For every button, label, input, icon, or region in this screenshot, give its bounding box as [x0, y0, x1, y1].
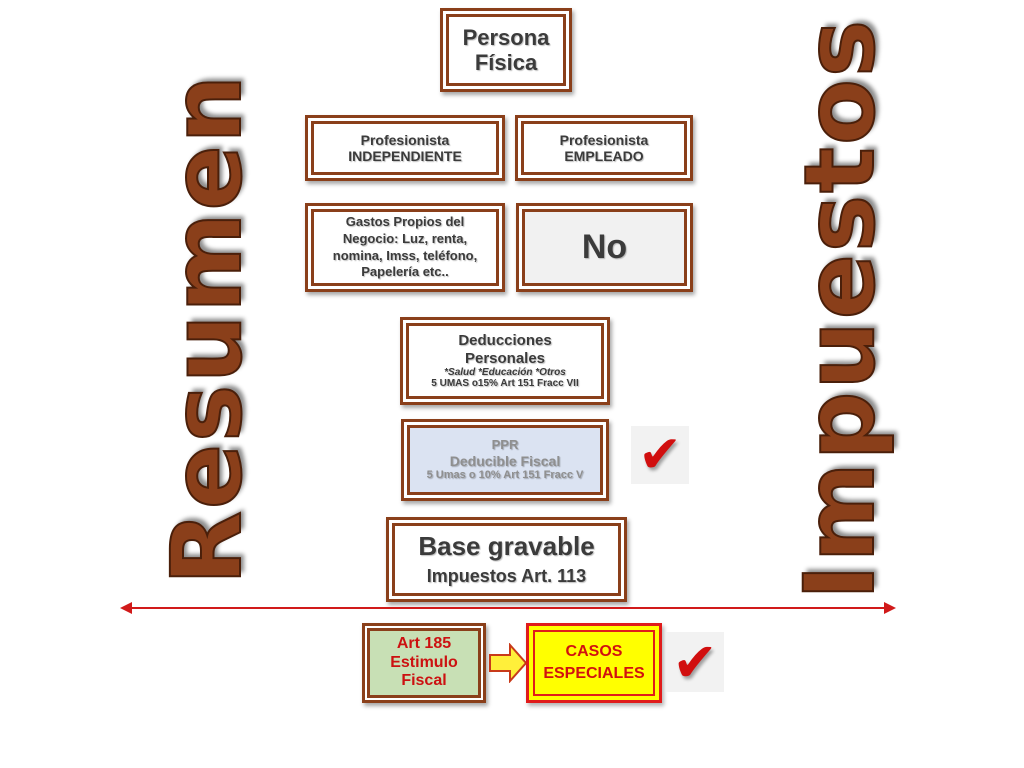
gastos-line3: nomina, Imss, teléfono, — [332, 247, 478, 263]
deducciones-line3: *Salud *Educación *Otros — [444, 366, 566, 378]
ppr-line2: Deducible Fiscal — [449, 453, 561, 470]
empleado-line2: EMPLEADO — [564, 148, 644, 164]
deducciones-line2: Personales — [464, 349, 546, 367]
empleado-line1: Profesionista — [559, 131, 649, 148]
impuestos-label: Impuestos — [783, 17, 897, 601]
base-line2: Impuestos Art. 113 — [426, 566, 587, 587]
checkmark-icon: ✔ — [631, 425, 689, 485]
casos-line1: CASOS — [565, 643, 623, 661]
arrow-right-icon — [489, 643, 528, 683]
checkmark-icon: ✔ — [666, 631, 724, 694]
gastos-line1: Gastos Propios del — [345, 213, 465, 229]
persona-line1: Persona — [462, 24, 550, 50]
art185-line3: Fiscal — [401, 672, 447, 690]
ppr-line1: PPR — [491, 437, 519, 453]
art185-line1: Art 185 — [396, 635, 452, 653]
base-gravable-box: Base gravable Impuestos Art. 113 — [386, 517, 627, 602]
divider-arrow — [120, 602, 896, 614]
resumen-label: Resumen — [150, 72, 264, 586]
ppr-line3: 5 Umas o 10% Art 151 Fracc V — [426, 469, 584, 482]
gastos-line2: Negocio: Luz, renta, — [342, 230, 468, 246]
deducciones-box: Deducciones Personales *Salud *Educación… — [400, 317, 610, 405]
no-box: No — [516, 203, 693, 292]
independiente-line2: INDEPENDIENTE — [348, 148, 462, 164]
independiente-line1: Profesionista — [360, 131, 450, 148]
base-line1: Base gravable — [418, 531, 595, 562]
persona-fisica-box: Persona Física — [440, 8, 572, 92]
empleado-box: Profesionista EMPLEADO — [515, 115, 693, 181]
gastos-line4: Papelería etc.. — [361, 264, 449, 280]
deducciones-line4: 5 UMAS o15% Art 151 Fracc VII — [431, 378, 579, 390]
casos-line2: ESPECIALES — [543, 665, 645, 682]
no-text: No — [581, 227, 628, 266]
persona-line2: Física — [474, 50, 538, 75]
gastos-box: Gastos Propios del Negocio: Luz, renta, … — [305, 203, 505, 292]
art185-line2: Estimulo — [390, 653, 458, 671]
art185-box: Art 185 Estimulo Fiscal — [362, 623, 486, 703]
independiente-box: Profesionista INDEPENDIENTE — [305, 115, 505, 181]
deducciones-line1: Deducciones — [458, 332, 552, 350]
ppr-box: PPR Deducible Fiscal 5 Umas o 10% Art 15… — [401, 419, 609, 501]
casos-especiales-box: CASOS ESPECIALES — [526, 623, 662, 703]
